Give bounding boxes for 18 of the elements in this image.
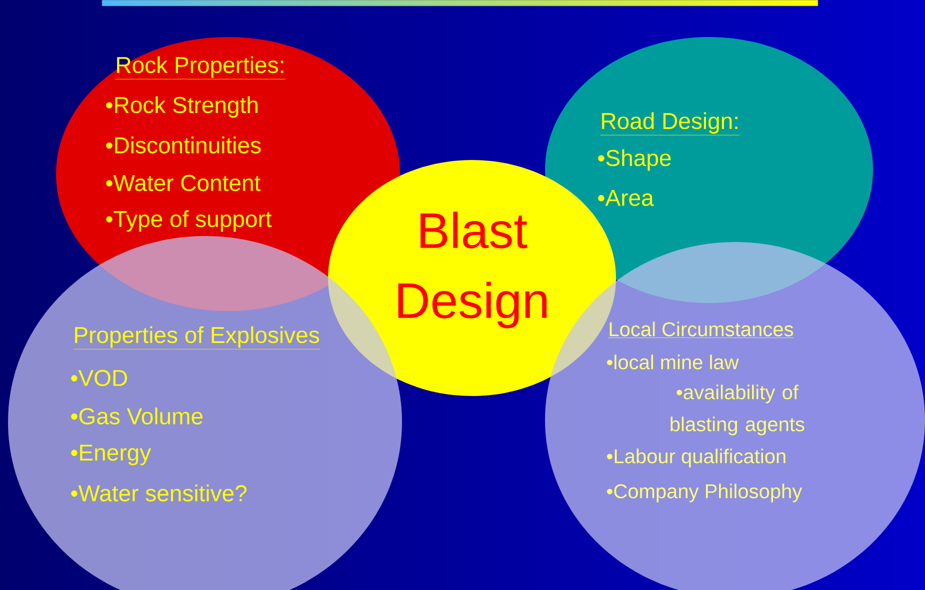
circle-heading: Local Circumstances bbox=[608, 322, 794, 338]
bullet-item: •Shape bbox=[598, 149, 671, 171]
center-label: Blast Design bbox=[398, 212, 547, 328]
bullet-item: •Discontinuities bbox=[106, 136, 261, 154]
bullet-item: •Area bbox=[598, 190, 654, 206]
bullet-item: •Water sensitive? bbox=[71, 484, 247, 502]
bullet-item: •Water Content bbox=[106, 174, 260, 192]
bullet-item: •availability of blasting agents bbox=[670, 384, 804, 436]
bullet-item: •Labour qualification bbox=[607, 448, 786, 468]
circle-heading: Properties of Explosives bbox=[73, 326, 320, 350]
bullet-item: •local mine law bbox=[607, 354, 739, 370]
bullet-item: •Energy bbox=[71, 444, 152, 466]
bullet-item: •Gas Volume bbox=[71, 408, 203, 424]
circle-heading: Road Design: bbox=[600, 112, 740, 136]
bullet-item: •Type of support bbox=[106, 210, 272, 232]
bullet-item: •Company Philosophy bbox=[607, 484, 802, 502]
bullet-item: •VOD bbox=[71, 370, 127, 386]
bullet-item: •Rock Strength bbox=[106, 96, 258, 118]
